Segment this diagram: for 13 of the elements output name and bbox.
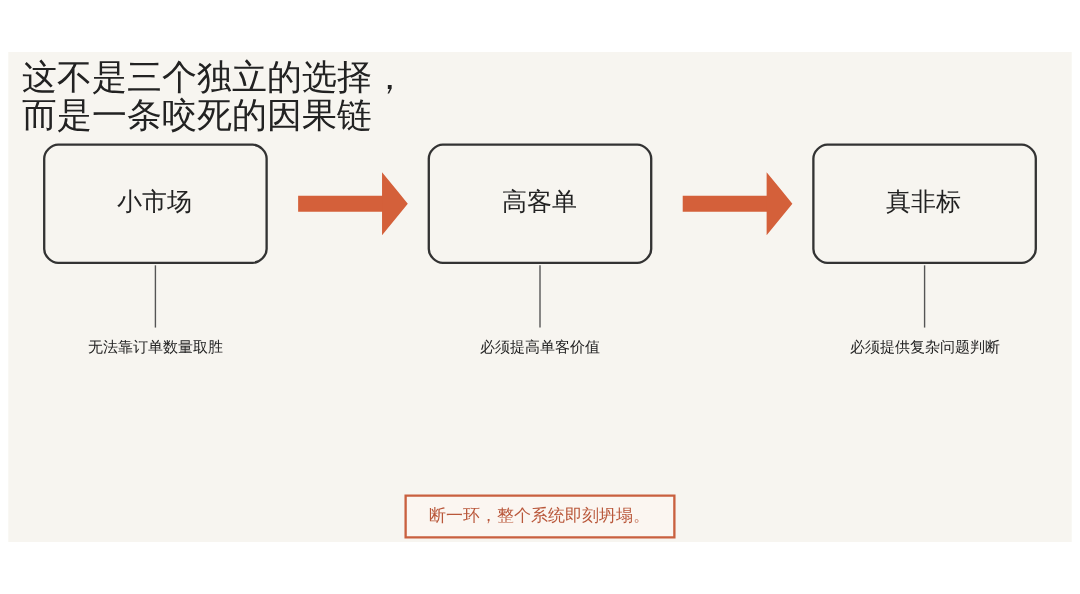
connector <box>154 264 157 329</box>
diagram-title: 这不是三个独立的选择，而是一条咬死的因果链 <box>22 57 408 136</box>
connector <box>923 264 926 329</box>
arrow <box>298 172 408 236</box>
arrow <box>682 172 793 236</box>
node-text: 无法靠订单数量取胜 <box>87 338 223 357</box>
node-box: 小市场 <box>43 143 268 264</box>
node-box: 高客单 <box>427 143 653 264</box>
connector <box>539 264 541 329</box>
node-text: 必须提供复杂问题判断 <box>849 338 1000 357</box>
node-box: 断一环，整个系统即刻坍塌。 <box>404 494 676 539</box>
node-text: 必须提高单客价值 <box>480 338 600 357</box>
node-box: 真非标 <box>812 143 1037 264</box>
